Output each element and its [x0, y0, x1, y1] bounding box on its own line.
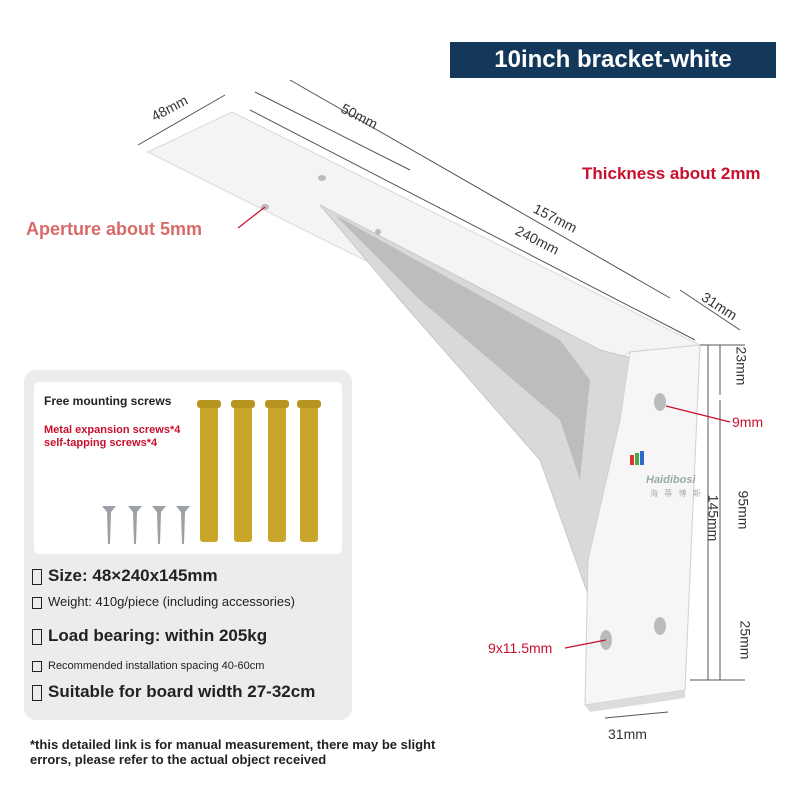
spec-panel: Free mounting screws Metal expansion scr… — [24, 370, 352, 720]
bracket-top-plate — [146, 111, 702, 376]
spec-board: Suitable for board width 27-32cm — [32, 682, 315, 702]
spec-load: Load bearing: within 205kg — [32, 626, 267, 646]
dim-145: 145mm — [705, 494, 722, 542]
accessories-title: Free mounting screws — [44, 394, 172, 408]
aperture-label: Aperture about 5mm — [26, 219, 203, 239]
spec-size: Size: 48×240x145mm — [32, 566, 218, 586]
dim-25: 25mm — [737, 620, 754, 660]
brand-sub: 海 蒂 博 斯 — [650, 489, 703, 498]
accessories-subtitle: Metal expansion screws*4 self-tapping sc… — [44, 424, 181, 449]
dim-23: 23mm — [733, 346, 750, 386]
accessories-box: Free mounting screws Metal expansion scr… — [34, 382, 342, 554]
title-banner: 10inch bracket-white — [450, 42, 776, 78]
spec-spacing: Recommended installation spacing 40-60cm — [32, 660, 264, 672]
spec-weight: Weight: 410g/piece (including accessorie… — [32, 594, 295, 609]
dim-31-bottom: 31mm — [608, 726, 647, 742]
brand-logo-icon — [630, 451, 644, 465]
dim-9x11: 9x11.5mm — [488, 640, 553, 656]
thickness-label: Thickness about 2mm — [582, 164, 761, 183]
brand-name: Haidibosi — [646, 474, 696, 486]
dim-9: 9mm — [732, 414, 764, 430]
bracket-web-shadow — [335, 215, 590, 480]
bracket-edge — [585, 690, 685, 712]
slot-hole-right — [654, 617, 666, 635]
top-hole — [654, 393, 666, 411]
expansion-screw-icon — [197, 400, 321, 542]
footnote: *this detailed link is for manual measur… — [30, 737, 436, 767]
screws-image — [102, 400, 321, 544]
dim-95: 95mm — [735, 490, 752, 530]
dimension-lines — [137, 79, 745, 719]
self-tapping-screw-icon — [102, 506, 190, 544]
red-leaders — [237, 206, 731, 649]
